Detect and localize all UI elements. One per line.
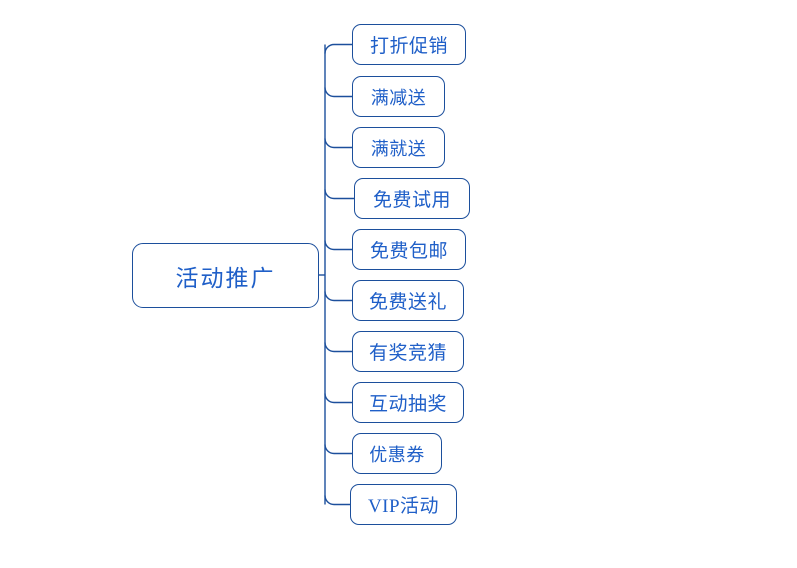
mindmap-child-node[interactable]: 打折促销 — [352, 24, 466, 65]
child-node-label: 满就送 — [370, 138, 427, 159]
child-node-label: 免费送礼 — [368, 292, 447, 313]
child-node-label: 有奖竞猜 — [368, 343, 447, 364]
mindmap-child-node[interactable]: 免费包邮 — [352, 229, 466, 270]
mindmap-child-node[interactable]: 满减送 — [352, 76, 445, 117]
root-node-label: 活动推广 — [175, 264, 276, 291]
mindmap-child-node[interactable]: 有奖竞猜 — [352, 331, 464, 372]
branch-line-9 — [324, 444, 352, 455]
child-node-label: 免费试用 — [372, 190, 451, 211]
branch-line-7 — [324, 342, 352, 353]
mindmap-child-node[interactable]: 免费送礼 — [352, 280, 464, 321]
child-node-label: VIP活动 — [367, 496, 440, 517]
branch-line-3 — [324, 138, 352, 149]
branch-line-5 — [324, 240, 352, 251]
child-node-label: 满减送 — [370, 87, 427, 108]
mindmap-child-node[interactable]: VIP活动 — [350, 484, 457, 525]
mindmap-child-node[interactable]: 互动抽奖 — [352, 382, 464, 423]
mindmap-child-node[interactable]: 优惠券 — [352, 433, 442, 474]
mindmap-child-node[interactable]: 免费试用 — [354, 178, 470, 219]
child-node-label: 打折促销 — [369, 36, 448, 57]
child-node-label: 优惠券 — [369, 444, 425, 465]
mindmap-root-node[interactable]: 活动推广 — [132, 243, 319, 308]
branch-line-4 — [324, 189, 354, 200]
child-node-label: 互动抽奖 — [368, 394, 447, 415]
branch-line-1 — [324, 43, 352, 54]
branch-line-6 — [324, 291, 352, 302]
branch-line-10 — [324, 495, 350, 506]
mindmap-child-node[interactable]: 满就送 — [352, 127, 445, 168]
branch-line-2 — [324, 87, 352, 98]
branch-line-8 — [324, 393, 352, 404]
child-node-label: 免费包邮 — [369, 241, 448, 262]
